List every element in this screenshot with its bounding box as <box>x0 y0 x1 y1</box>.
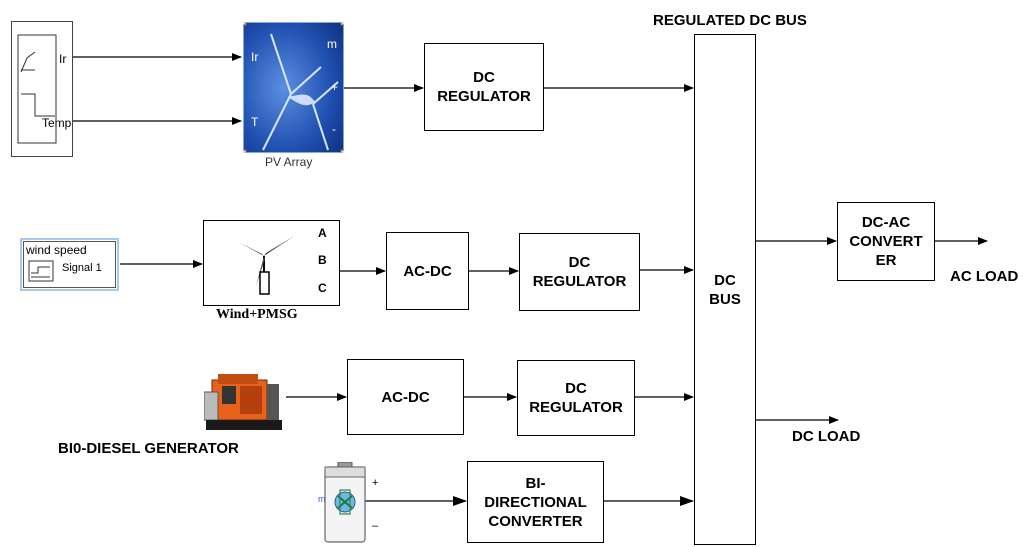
diesel-generator-icon[interactable] <box>204 370 284 435</box>
pv-array-block[interactable]: Ir T m + - <box>243 22 344 153</box>
pv-port-m: m <box>327 37 337 51</box>
pv-port-t: T <box>251 115 259 129</box>
ir-label: Ir <box>59 52 67 66</box>
battery-plus: + <box>372 477 379 489</box>
solar-panel-icon <box>243 22 344 153</box>
wind-port-c: C <box>318 281 327 295</box>
pv-port-minus: - <box>332 122 336 136</box>
wind-signal-label: Signal 1 <box>62 262 102 274</box>
wind-port-a: A <box>318 226 327 240</box>
pv-input-block[interactable]: Ir Temp <box>11 21 73 157</box>
signal-builder-icon <box>28 260 54 282</box>
pv-array-label: PV Array <box>265 155 313 169</box>
pv-port-plus: + <box>331 80 339 94</box>
wind-pmsg-label: Wind+PMSG <box>216 307 298 322</box>
wind-pmsg-block[interactable]: A B C <box>203 220 340 306</box>
dc-load-label: DC LOAD <box>792 428 861 445</box>
temp-label: Temp <box>42 116 72 130</box>
wind-port-b: B <box>318 253 327 267</box>
wind-speed-block[interactable]: wind speed Signal 1 <box>20 238 119 291</box>
signal-graph-icon <box>17 34 57 144</box>
wind-turbine-icon <box>238 236 294 295</box>
pv-port-ir: Ir <box>251 50 259 64</box>
battery-m: m <box>318 494 326 504</box>
ac-load-label: AC LOAD <box>950 268 1019 285</box>
battery-minus: – <box>372 520 379 532</box>
battery-icon[interactable] <box>320 462 370 544</box>
ac-dc-converter-1[interactable]: AC-DC <box>386 232 469 310</box>
wind-speed-title: wind speed <box>26 243 87 257</box>
ac-dc-converter-2[interactable]: AC-DC <box>347 359 464 435</box>
dc-bus-title: REGULATED DC BUS <box>653 12 807 29</box>
diesel-generator-label: BI0-DIESEL GENERATOR <box>58 440 239 457</box>
